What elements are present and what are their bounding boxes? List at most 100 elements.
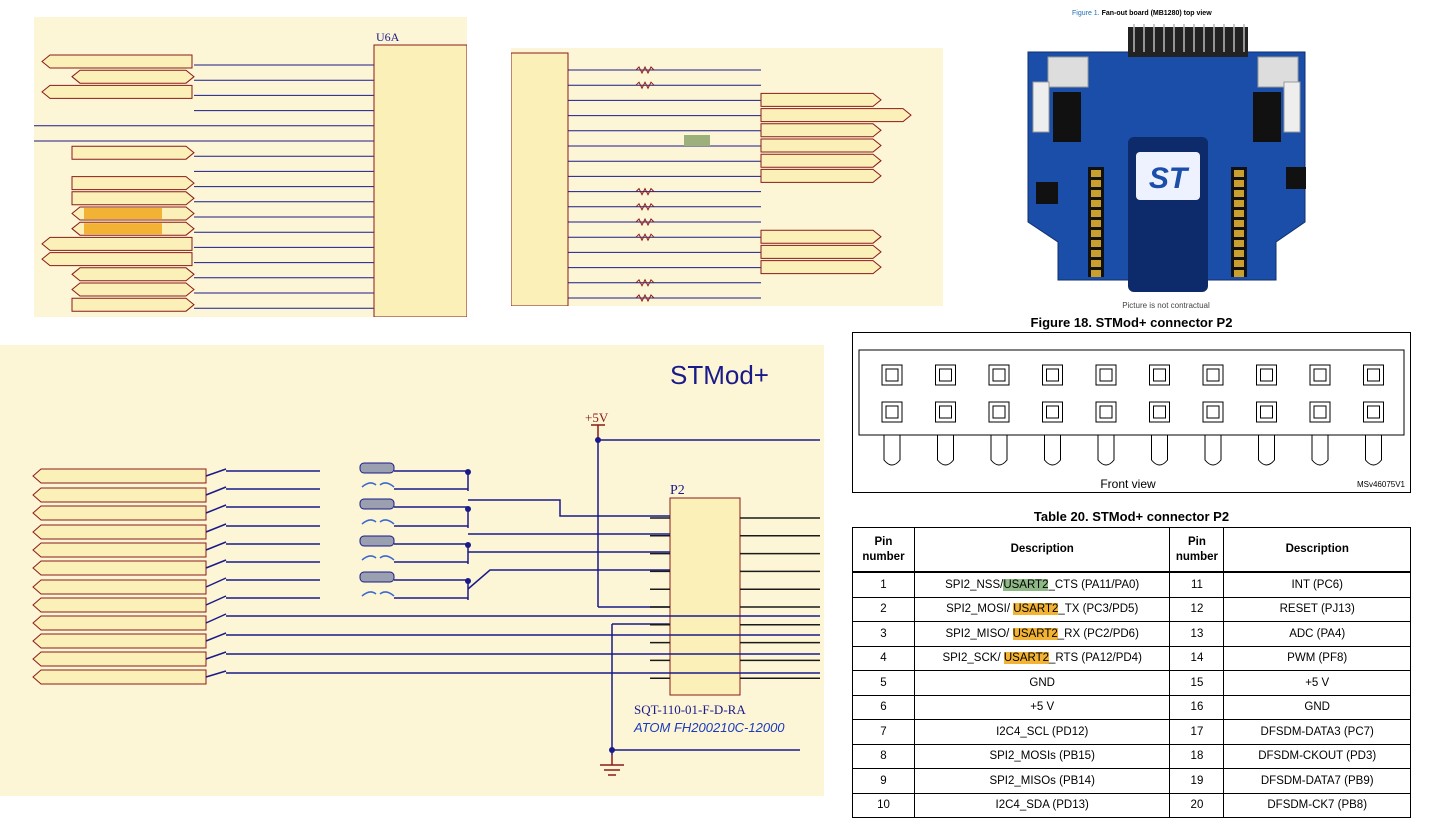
pin-number-cell: 10 bbox=[852, 792, 915, 818]
pa-net-tag bbox=[41, 252, 193, 267]
description-cell: SPI2_MISO/ USART2_RX (PC2/PD6) bbox=[913, 621, 1171, 647]
pin-number-cell: 14 bbox=[1169, 645, 1225, 671]
pa-net-tag bbox=[71, 297, 195, 312]
pa-net-tag bbox=[41, 84, 193, 99]
connector-bottom-pin bbox=[1202, 401, 1224, 423]
panel-e-connector: Front view MSv46075V1 bbox=[852, 332, 1411, 493]
table-title: Table 20. STMod+ connector P2 bbox=[1033, 509, 1230, 524]
connector-top-pin bbox=[1363, 364, 1384, 386]
pa-net-tag bbox=[71, 267, 195, 282]
solder-bridge-open bbox=[361, 555, 395, 561]
pa-net-tag bbox=[71, 191, 195, 206]
col-pin-number-1: Pin number bbox=[852, 527, 915, 573]
description-cell: +5 V bbox=[913, 694, 1171, 720]
stmod-net-tag bbox=[32, 633, 207, 649]
stmod-net-tag bbox=[32, 542, 207, 558]
description-cell: ADC (PA4) bbox=[1223, 621, 1411, 647]
panel-a-schematic: U6A bbox=[34, 17, 467, 317]
connector-figure-title: Figure 18. STMod+ connector P2 bbox=[1030, 315, 1233, 330]
pin-number-cell: 9 bbox=[852, 768, 915, 794]
stmod-net-tag bbox=[32, 669, 207, 685]
pa-net-tag bbox=[41, 236, 193, 251]
pd-net-tag bbox=[760, 138, 882, 153]
pin-number-cell: 2 bbox=[852, 596, 915, 622]
stmod-net-tag bbox=[32, 505, 207, 521]
connector-top-pin bbox=[1309, 364, 1331, 386]
usart2-highlight: USART2 bbox=[1003, 578, 1049, 591]
connector-top-pin bbox=[881, 364, 903, 386]
stmod-title: STMod+ bbox=[670, 360, 769, 390]
part-number-2: ATOM FH200210C-12000 bbox=[633, 720, 785, 735]
pa-net-highlight bbox=[84, 223, 162, 235]
usart2-highlight: USART2 bbox=[1012, 627, 1058, 640]
description-cell: DFSDM-DATA3 (PC7) bbox=[1223, 719, 1411, 745]
stmod-net-tag bbox=[32, 615, 207, 631]
solder-bridge-open bbox=[361, 519, 395, 525]
pin-number-cell: 20 bbox=[1169, 792, 1225, 818]
st-logo: ST bbox=[1149, 162, 1190, 195]
pd-net-tag bbox=[760, 244, 882, 259]
connector-top-pin bbox=[1149, 364, 1170, 386]
connector-bottom-pin bbox=[1363, 401, 1384, 423]
connector-bottom-pin bbox=[881, 401, 903, 423]
pin-number-cell: 5 bbox=[852, 670, 915, 696]
stmod-net-tag bbox=[32, 468, 207, 484]
connector-top-pin bbox=[935, 364, 956, 386]
connector-top-pin bbox=[1095, 364, 1117, 386]
solder-bridge-open bbox=[361, 591, 395, 597]
usart2-highlight: USART2 bbox=[1003, 652, 1050, 665]
description-cell: GND bbox=[913, 670, 1171, 696]
stmod-net-tag bbox=[32, 651, 207, 667]
pin-number-cell: 16 bbox=[1169, 694, 1225, 720]
solder-bridge-open bbox=[361, 482, 395, 488]
col-description-2: Description bbox=[1223, 527, 1411, 573]
description-cell: SPI2_MOSIs (PB15) bbox=[913, 743, 1171, 769]
description-cell: DFSDM-DATA7 (PB9) bbox=[1223, 768, 1411, 794]
pin-number-cell: 13 bbox=[1169, 621, 1225, 647]
pin-number-cell: 4 bbox=[852, 645, 915, 671]
pd-net-tag bbox=[760, 229, 882, 244]
connector-bottom-pin bbox=[988, 401, 1010, 423]
pd-net-tag bbox=[760, 108, 912, 123]
col-pin-number-2: Pin number bbox=[1169, 527, 1225, 573]
pin-number-cell: 15 bbox=[1169, 670, 1225, 696]
description-cell: PWM (PF8) bbox=[1223, 645, 1411, 671]
connector-top-pin bbox=[988, 364, 1010, 386]
pin-number-cell: 7 bbox=[852, 719, 915, 745]
description-cell: +5 V bbox=[1223, 670, 1411, 696]
description-cell: INT (PC6) bbox=[1223, 571, 1411, 598]
pin-number-cell: 6 bbox=[852, 694, 915, 720]
pin-number-cell: 11 bbox=[1169, 571, 1225, 598]
description-cell: RESET (PJ13) bbox=[1223, 596, 1411, 622]
part-number-1: SQT-110-01-F-D-RA bbox=[634, 702, 746, 717]
pd-net-tag bbox=[760, 168, 882, 183]
stmod-net-tag bbox=[32, 560, 207, 576]
solder-bridge-closed bbox=[359, 535, 395, 547]
description-cell: SPI2_MISOs (PB14) bbox=[913, 768, 1171, 794]
solder-bridge-closed bbox=[359, 571, 395, 583]
connector-bottom-pin bbox=[1095, 401, 1117, 423]
pin-number-cell: 8 bbox=[852, 743, 915, 769]
pa-net-tag bbox=[71, 69, 195, 84]
description-cell: SPI2_MOSI/ USART2_TX (PC3/PD5) bbox=[913, 596, 1171, 622]
stmod-net-tag bbox=[32, 487, 207, 503]
solder-bridge-closed bbox=[359, 462, 395, 474]
stmod-net-tag bbox=[32, 579, 207, 595]
stmod-net-tag bbox=[32, 524, 207, 540]
connector-top-pin bbox=[1042, 364, 1063, 386]
description-cell: DFSDM-CKOUT (PD3) bbox=[1223, 743, 1411, 769]
description-cell: I2C4_SCL (PD12) bbox=[913, 719, 1171, 745]
connector-bottom-pin bbox=[1309, 401, 1331, 423]
pin-number-cell: 3 bbox=[852, 621, 915, 647]
board-footer: Picture is not contractual bbox=[1122, 301, 1210, 309]
description-cell: I2C4_SDA (PD13) bbox=[913, 792, 1171, 818]
pd-net-tag bbox=[760, 260, 882, 275]
description-cell: SPI2_SCK/ USART2_RTS (PA12/PD4) bbox=[913, 645, 1171, 671]
description-cell: DFSDM-CK7 (PB8) bbox=[1223, 792, 1411, 818]
connector-bottom-pin bbox=[1149, 401, 1170, 423]
